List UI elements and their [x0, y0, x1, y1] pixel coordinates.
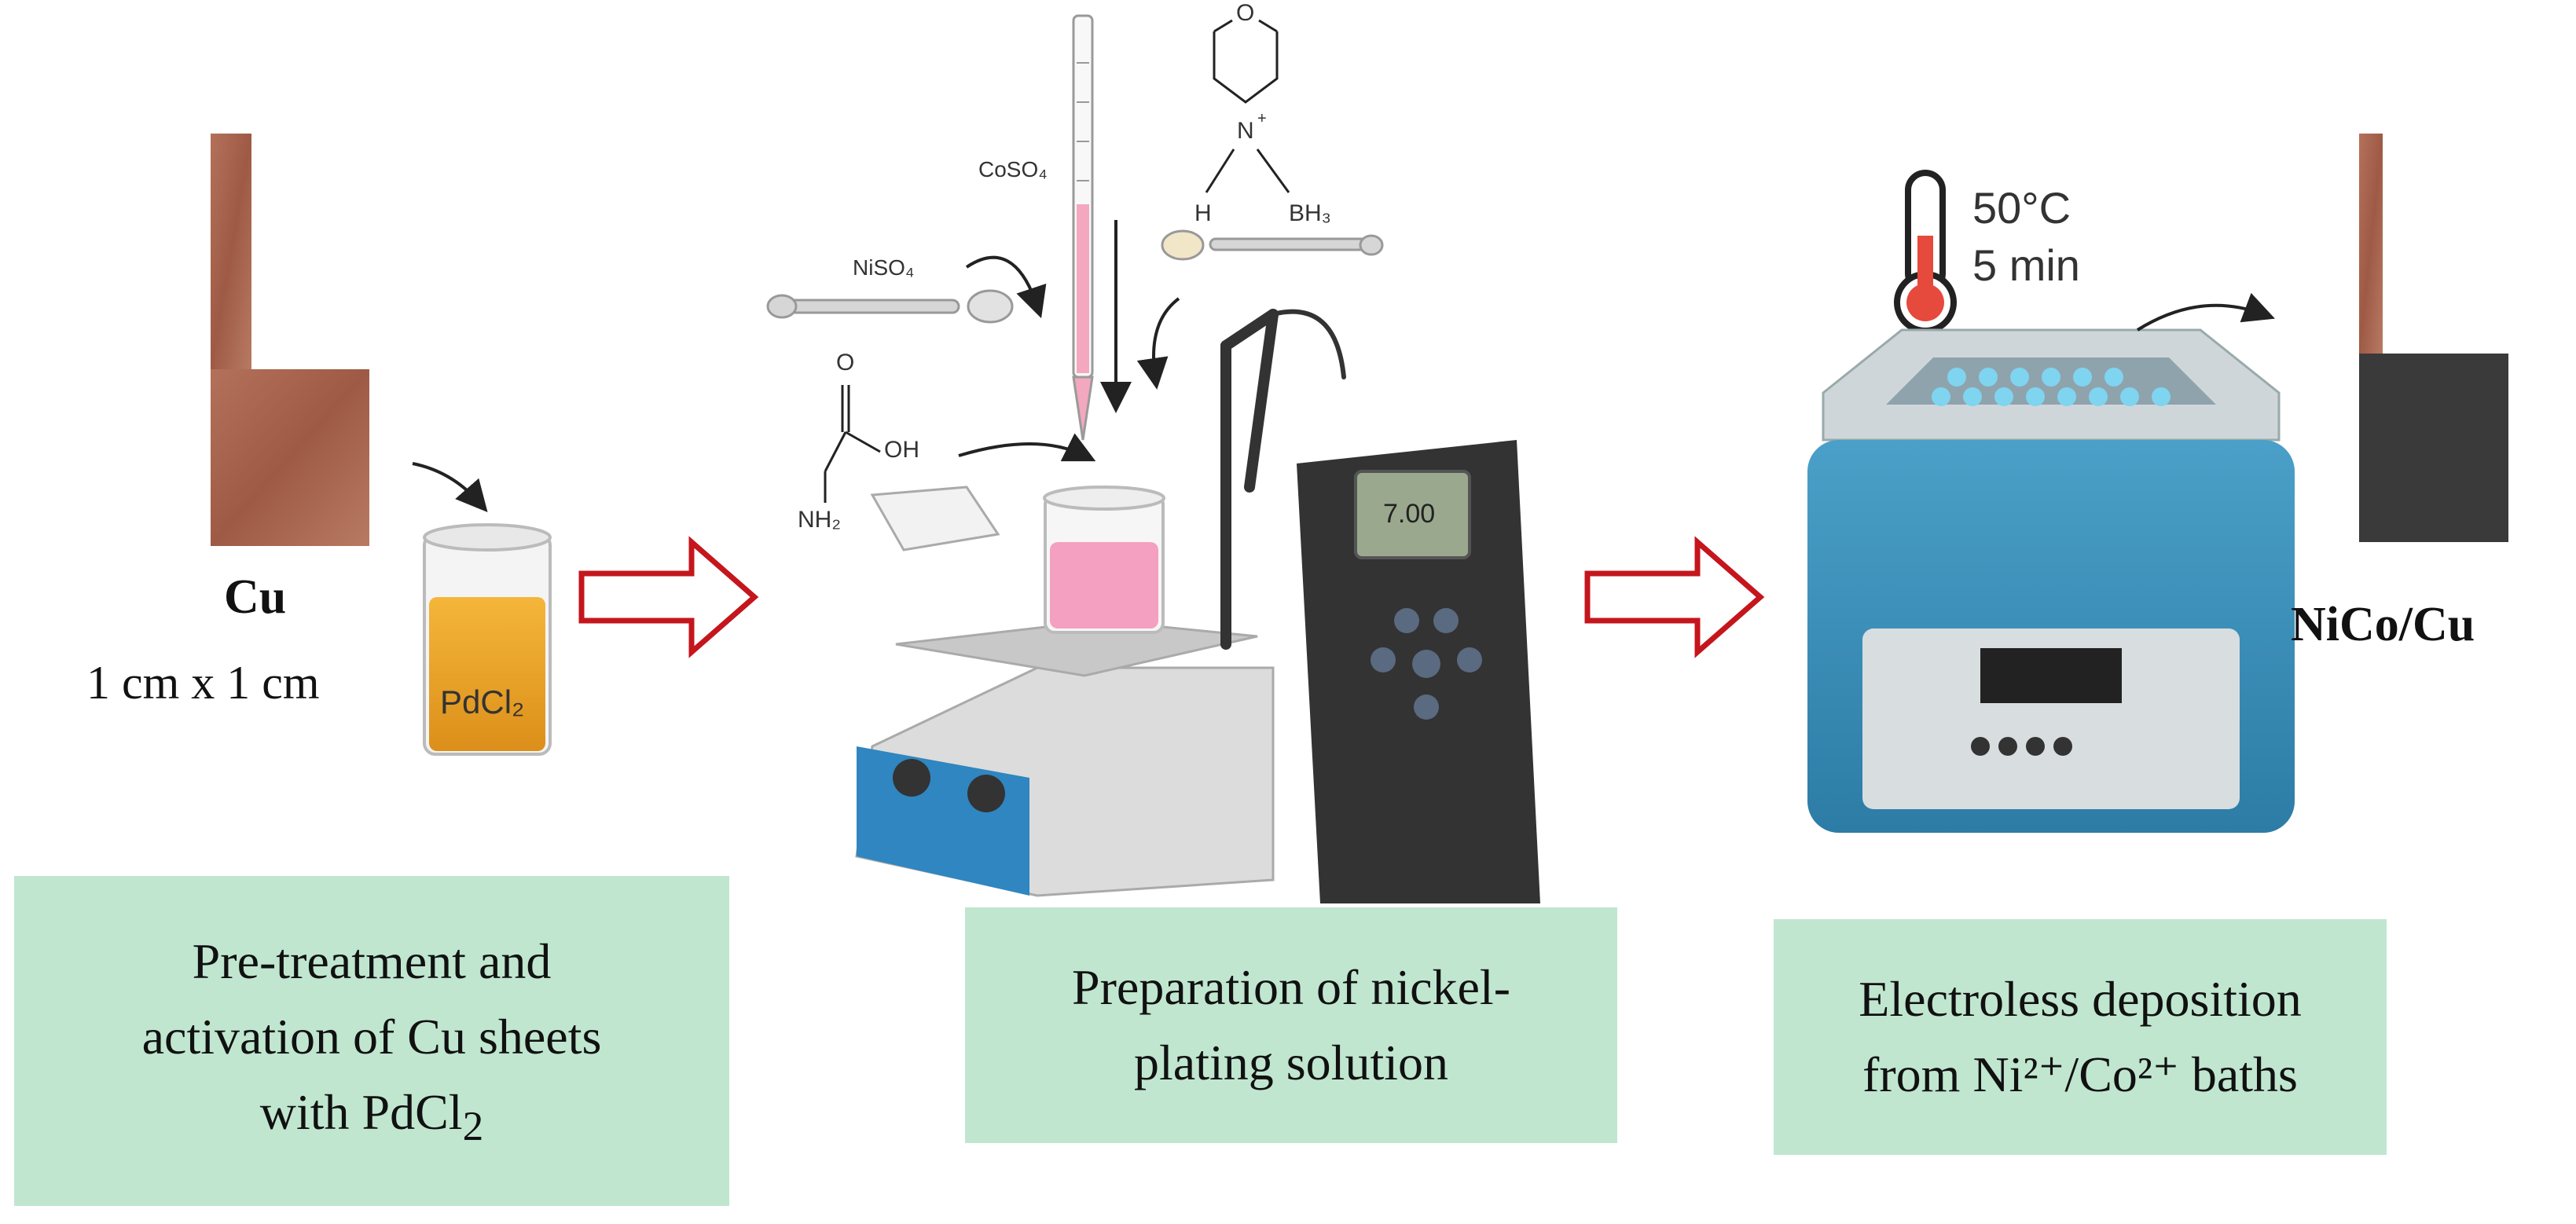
- step3-caption-box: Electroless deposition from Ni²⁺/Co²⁺ ba…: [1774, 919, 2387, 1155]
- pipette: [1072, 14, 1094, 441]
- glycine-o: O: [836, 350, 855, 376]
- curved-arrow-to-result: [2136, 292, 2275, 332]
- step1-caption-line3: with PdCl: [259, 1084, 463, 1141]
- step1-caption-line1: Pre-treatment and: [192, 933, 552, 990]
- morpholine-plus: +: [1257, 110, 1267, 127]
- electrode-stand: [1220, 309, 1346, 650]
- step2-caption-box: Preparation of nickel- plating solution: [965, 907, 1617, 1143]
- step1-caption-line2: activation of Cu sheets: [141, 1009, 602, 1065]
- pdcl2-beaker: [423, 523, 552, 756]
- glycine-oh: OH: [884, 437, 919, 463]
- cu-label: Cu: [224, 570, 287, 624]
- process-arrow-1: [578, 536, 759, 658]
- step1-caption-subscript: 2: [462, 1101, 484, 1149]
- temperature-label: 50°C: [1972, 183, 2071, 233]
- glycine-nh2: NH₂: [798, 507, 841, 533]
- morpholine-structure: [1205, 19, 1290, 193]
- nico-cu-sheet: [2359, 134, 2508, 542]
- step2-caption-line1: Preparation of nickel-: [1072, 959, 1510, 1015]
- step2-caption-line2: plating solution: [1134, 1035, 1448, 1090]
- arrow-niso4: [965, 255, 1047, 319]
- coso4-label: CoSO₄: [978, 157, 1048, 181]
- ph-meter: [1297, 440, 1540, 903]
- beaker-pdcl2-label: PdCl₂: [440, 683, 525, 720]
- cu-sheet: [211, 134, 369, 546]
- curved-arrow-to-beaker: [412, 462, 488, 513]
- time-label: 5 min: [1972, 240, 2080, 290]
- step1-caption-box: Pre-treatment and activation of Cu sheet…: [14, 876, 729, 1206]
- weigh-paper: [870, 486, 1000, 552]
- nico-cu-label: NiCo/Cu: [2291, 598, 2475, 651]
- arrow-morpholine: [1136, 297, 1180, 390]
- morpholine-n: N: [1237, 118, 1254, 144]
- niso4-spatula: [766, 289, 1014, 324]
- morpholine-h: H: [1194, 200, 1212, 226]
- glycine-structure: [824, 385, 881, 503]
- morpholine-bh3: BH₃: [1289, 200, 1331, 226]
- pink-beaker: [1043, 486, 1165, 634]
- step3-caption-line1: Electroless deposition: [1859, 971, 2302, 1027]
- morpholine-o: O: [1236, 0, 1255, 26]
- arrow-glycine: [958, 433, 1096, 462]
- ph-meter-reading: 7.00: [1383, 499, 1436, 529]
- hotplate-stirrer: [855, 619, 1275, 897]
- heating-block: [1807, 328, 2295, 833]
- morpholine-spatula: [1161, 229, 1384, 261]
- step3-caption-line2: from Ni²⁺/Co²⁺ baths: [1862, 1046, 2298, 1102]
- thermometer-icon: [1894, 170, 1957, 334]
- process-arrow-2: [1584, 536, 1765, 658]
- size-label: 1 cm x 1 cm: [86, 657, 320, 709]
- niso4-label: NiSO₄: [853, 255, 915, 280]
